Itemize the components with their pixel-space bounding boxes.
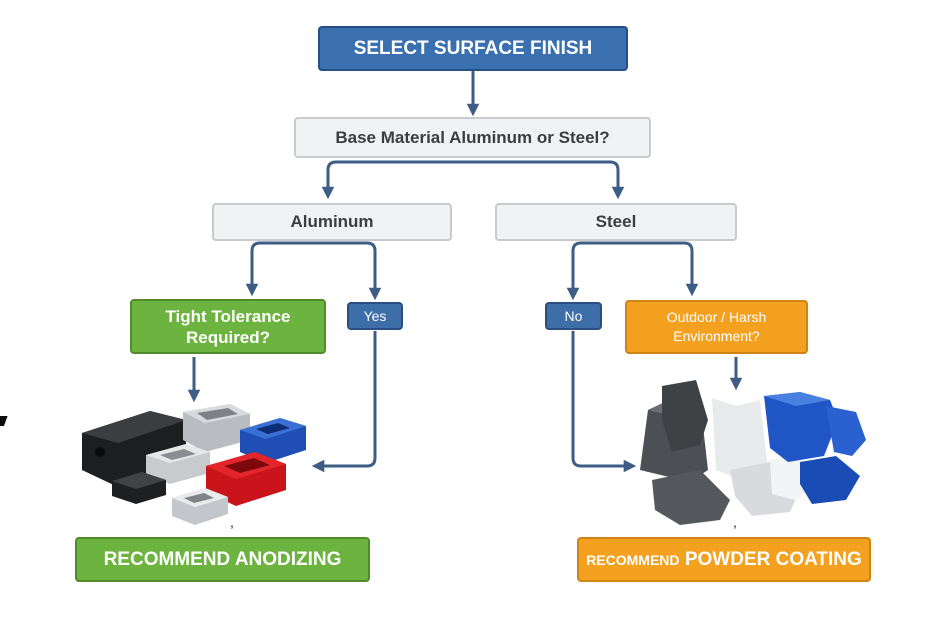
- select-surface-finish-box: SELECT SURFACE FINISH: [318, 26, 628, 71]
- no-answer-label: No: [564, 308, 583, 324]
- arrow-steel-branches: [566, 241, 699, 301]
- yes-answer-label: Yes: [363, 308, 387, 324]
- steel-option-box: Steel: [495, 203, 737, 241]
- blue-brackets: [764, 392, 866, 504]
- blue-block-part: [240, 418, 306, 463]
- outdoor-environment-question-box: Outdoor / Harsh Environment?: [625, 300, 808, 354]
- white-brackets: [712, 392, 810, 516]
- arrow-aluminum-branches: [245, 241, 382, 301]
- aluminum-option-box: Aluminum: [212, 203, 452, 241]
- arrow-material-to-options: [321, 160, 625, 200]
- red-frame-part: [206, 452, 286, 506]
- black-small-part: [112, 472, 166, 504]
- powder-coating-label: POWDER COATING: [684, 548, 862, 570]
- tight-tolerance-question-label: Tight Tolerance Required?: [165, 306, 291, 347]
- tight-tolerance-question-box: Tight Tolerance Required?: [130, 299, 326, 354]
- silver-small-part: [146, 444, 210, 484]
- base-material-question-box: Base Material Aluminum or Steel?: [294, 117, 651, 158]
- silver-frame-part: [172, 488, 228, 525]
- select-surface-finish-label: SELECT SURFACE FINISH: [353, 37, 593, 59]
- stray-mark-left: ,: [230, 514, 234, 530]
- recommend-powder-coating-box: RECOMMEND POWDER COATING: [577, 537, 871, 582]
- recommend-anodizing-label: RECOMMEND ANODIZING: [103, 548, 342, 570]
- aluminum-option-label: Aluminum: [290, 212, 374, 231]
- dark-gray-brackets: [640, 380, 730, 525]
- base-material-question-label: Base Material Aluminum or Steel?: [335, 127, 610, 147]
- arrow-yes-to-anodizing: [311, 331, 377, 473]
- outdoor-environment-question-label: Outdoor / Harsh Environment?: [666, 309, 767, 344]
- steel-option-label: Steel: [595, 212, 637, 231]
- recommend-anodizing-box: RECOMMEND ANODIZING: [75, 537, 370, 582]
- silver-block-part: [183, 404, 250, 452]
- yes-answer-box: Yes: [347, 302, 403, 330]
- arrow-no-to-powder: [571, 331, 637, 473]
- stray-mark-right: ,: [733, 514, 737, 530]
- no-answer-box: No: [545, 302, 602, 330]
- recommend-prefix-label: RECOMMEND: [586, 551, 680, 568]
